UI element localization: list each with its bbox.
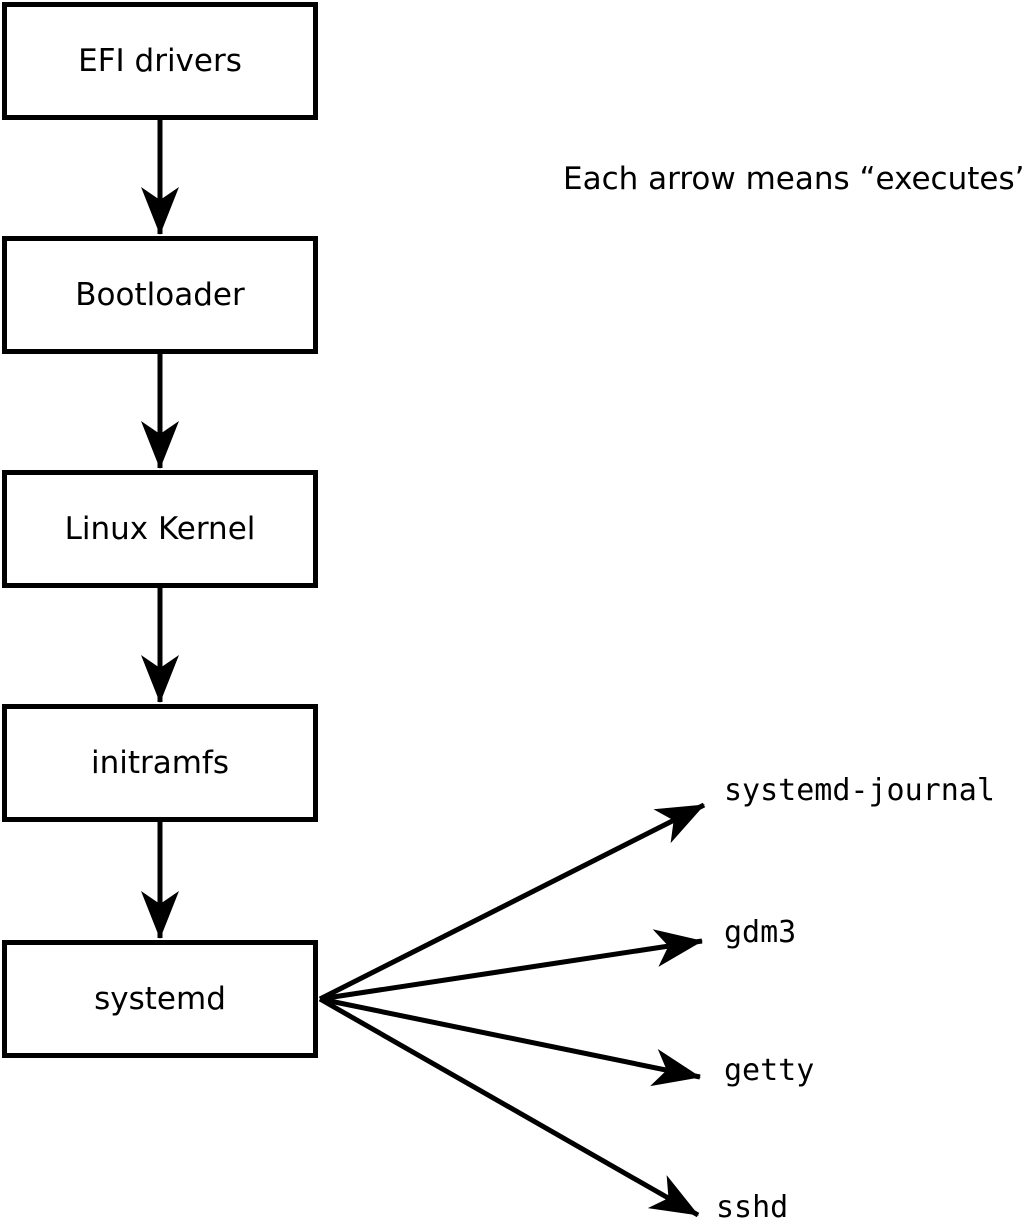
process-box-bootloader: Bootloader	[2, 236, 318, 354]
process-box-systemd: systemd	[2, 940, 318, 1058]
service-label-systemd-journal: systemd-journal	[724, 773, 995, 808]
process-box-efi-drivers: EFI drivers	[2, 2, 318, 120]
process-box-label: Bootloader	[75, 276, 245, 313]
service-label-gdm3: gdm3	[724, 915, 797, 950]
diagram-caption: Each arrow means “executes”.	[563, 161, 1023, 197]
process-box-label: initramfs	[90, 744, 230, 781]
arrow-systemd-to-getty	[319, 996, 701, 1087]
process-box-label: systemd	[94, 980, 226, 1017]
service-label-getty: getty	[724, 1053, 815, 1088]
process-box-initramfs: initramfs	[2, 704, 318, 822]
process-box-label: Linux Kernel	[64, 510, 256, 547]
process-box-label: EFI drivers	[78, 42, 242, 79]
arrow-systemd-to-gdm3	[319, 929, 703, 1002]
process-box-linux-kernel: Linux Kernel	[2, 470, 318, 588]
service-label-sshd: sshd	[716, 1190, 789, 1225]
arrow-systemd-to-systemd-journal	[318, 802, 706, 1002]
arrow-systemd-to-sshd	[318, 996, 700, 1218]
fanout-arrow-group	[318, 802, 706, 1218]
